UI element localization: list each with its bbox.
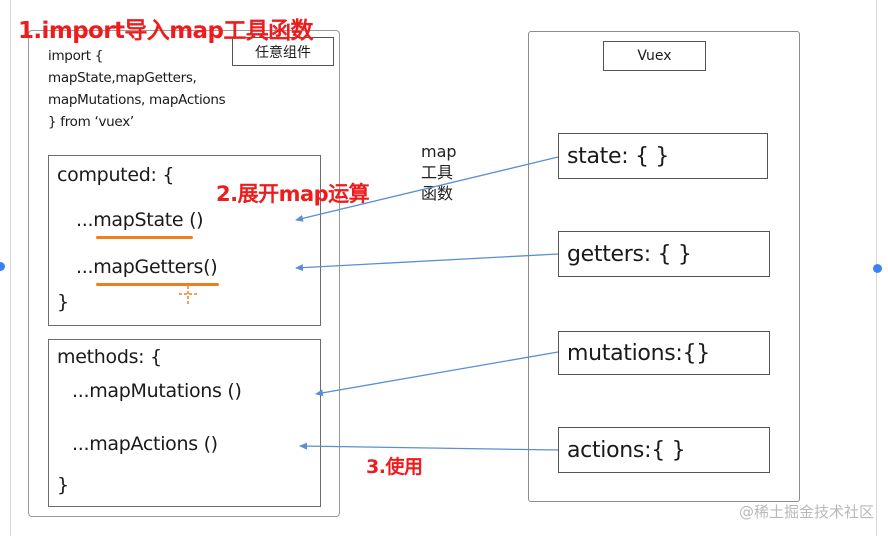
map-label-line: map [421, 142, 457, 161]
step2-annotation: 2.展开map运算 [216, 182, 370, 206]
resize-handle-left[interactable] [0, 262, 5, 271]
component-tag: 任意组件 [232, 37, 334, 66]
frame-divider-left [10, 0, 11, 536]
vuex-state-box: state: { } [558, 133, 768, 179]
map-helper-label: map 工具 函数 [421, 141, 457, 204]
map-label-line: 函数 [421, 184, 454, 203]
watermark: @稀土掘金技术社区 [738, 503, 874, 521]
computed-close: } [57, 291, 69, 313]
import-line: mapState,mapGetters, [48, 70, 197, 86]
import-line: import { [48, 48, 104, 64]
computed-box [48, 155, 321, 326]
vuex-title: Vuex [603, 41, 706, 71]
step1-annotation: 1.import导入map工具函数 [18, 18, 314, 44]
methods-open: methods: { [57, 346, 162, 368]
map-state-underline [96, 236, 193, 239]
vuex-getters-box: getters: { } [558, 231, 770, 277]
map-label-line: 工具 [421, 163, 454, 182]
map-getters-underline [96, 283, 219, 286]
import-line: } from ‘vuex’ [48, 114, 134, 130]
map-actions-call: ...mapActions () [72, 433, 218, 455]
import-line: mapMutations, mapActions [48, 92, 226, 108]
arrow-mutations-to-mapmutations [315, 351, 559, 397]
import-statement: import { mapState,mapGetters, mapMutatio… [48, 45, 268, 133]
vuex-mutations-box: mutations:{} [558, 331, 770, 375]
resize-handle-right[interactable] [873, 264, 882, 273]
map-state-call: ...mapState () [76, 209, 204, 231]
map-mutations-call: ...mapMutations () [72, 380, 242, 402]
vuex-actions-box: actions:{ } [558, 427, 770, 473]
map-getters-call: ...mapGetters() [76, 256, 218, 278]
computed-open: computed: { [57, 164, 175, 186]
methods-close: } [57, 474, 69, 496]
methods-box [48, 339, 321, 507]
step3-annotation: 3.使用 [366, 456, 423, 478]
